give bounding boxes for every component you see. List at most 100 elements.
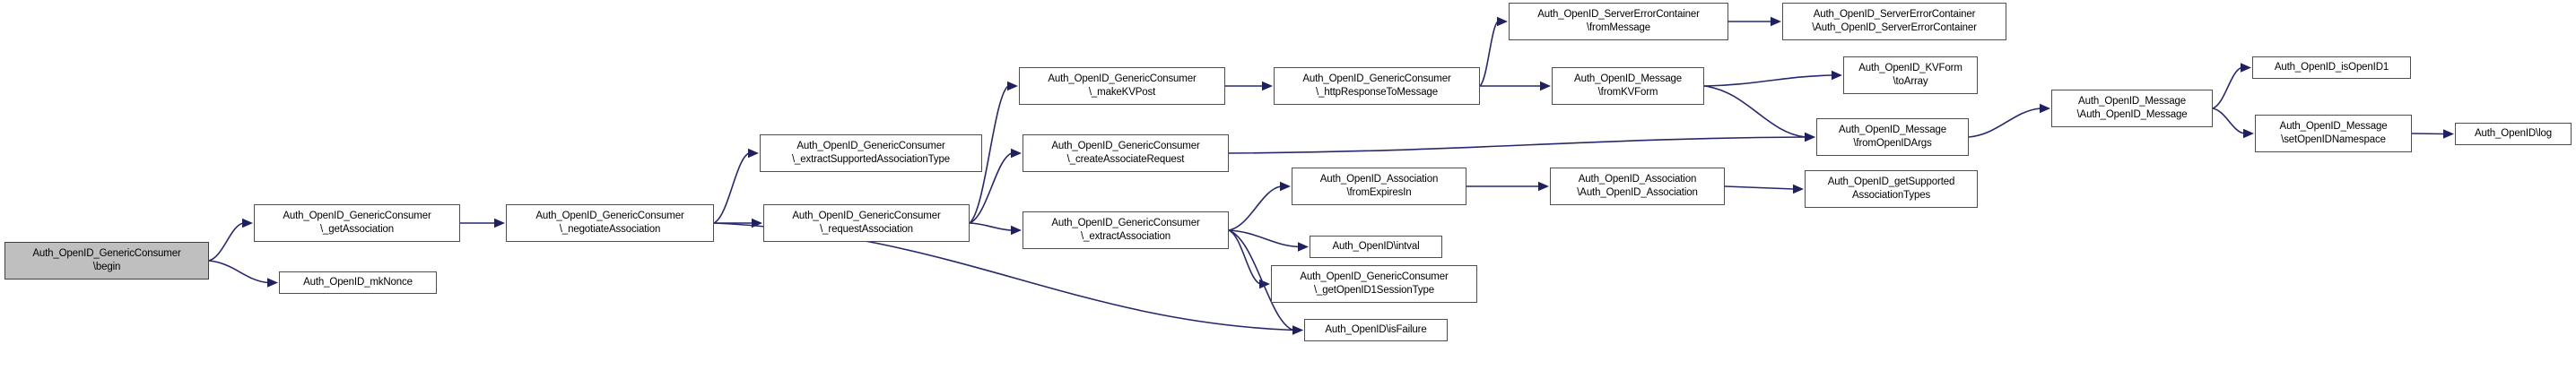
graph-node-isOpenID1[interactable]: Auth_OpenID_isOpenID1	[2252, 56, 2411, 79]
graph-node-label-line2: \fromOpenIDArgs	[1853, 138, 1932, 149]
graph-edge-arrowhead	[1007, 81, 1018, 91]
graph-node-label-line1: Auth_OpenID\intval	[1332, 241, 1420, 253]
graph-node-getAssociation[interactable]: Auth_OpenID_GenericConsumer \_getAssociat…	[254, 204, 460, 242]
graph-node-httpRespToMsg[interactable]: Auth_OpenID_GenericConsumer \_httpRespons…	[1274, 67, 1480, 105]
graph-node-negotiate[interactable]: Auth_OpenID_GenericConsumer \_negotiateAs…	[506, 204, 714, 242]
graph-node-label-line1: Auth_OpenID_GenericConsumer	[535, 211, 684, 222]
graph-edge-arrowhead	[748, 148, 759, 159]
graph-node-mkNonce[interactable]: Auth_OpenID_mkNonce	[279, 271, 437, 294]
graph-edge-arrowhead	[1540, 81, 1551, 91]
graph-edge-assocCtor-to-getSupAssocTy	[1724, 185, 1795, 190]
graph-node-msgFromArgs[interactable]: Auth_OpenID_Message \fromOpenIDArgs	[1816, 118, 1969, 156]
graph-node-setNamespace[interactable]: Auth_OpenID_Message\setOpenIDNamespace	[2255, 115, 2412, 152]
graph-edge-arrowhead	[2040, 103, 2050, 114]
graph-node-label-line1: Auth_OpenID_Message	[1839, 125, 1946, 136]
graph-edge-extractAssoc-to-intval	[1228, 229, 1300, 248]
graph-node-label-line2: \_createAssociateRequest	[1066, 154, 1185, 165]
graph-node-label-line2: \_httpResponseToMessage	[1316, 87, 1438, 98]
graph-edge-requestAssoc-to-createAssocReq	[969, 152, 1013, 224]
graph-node-requestAssoc[interactable]: Auth_OpenID_GenericConsumer \_requestAsso…	[763, 204, 970, 242]
graph-edge-arrowhead	[1262, 81, 1273, 91]
graph-edge-arrowhead	[1497, 16, 1508, 27]
graph-node-label-line1: Auth_OpenID_Association	[1578, 174, 1697, 185]
graph-node-label-line1: Auth_OpenID_GenericConsumer	[1051, 218, 1200, 229]
graph-edge-arrowhead	[494, 218, 505, 228]
graph-edge-arrowhead	[2241, 63, 2251, 73]
graph-edge-msgFromKVForm-to-kvToArray	[1703, 74, 1833, 87]
graph-node-label-line1: Auth_OpenID_getSupported	[1827, 176, 1955, 188]
graph-edge-msgCtor-to-isOpenID1	[2212, 66, 2242, 109]
graph-node-label-line2: \setOpenIDNamespace	[2281, 134, 2386, 145]
graph-node-label-line2: \_getOpenID1SessionType	[1314, 285, 1434, 296]
graph-node-label-line2: \begin	[92, 262, 121, 272]
graph-edge-createAssocReq-to-msgFromArgs	[1228, 136, 1806, 154]
graph-edge-requestAssoc-to-extractAssoc	[969, 222, 1013, 231]
graph-node-label-line1: Auth_OpenID_GenericConsumer	[1051, 141, 1200, 152]
graph-edge-arrowhead	[1011, 148, 1022, 159]
graph-node-extractSupType[interactable]: Auth_OpenID_GenericConsumer\_extractSupp…	[760, 134, 982, 172]
graph-node-kvToArray[interactable]: Auth_OpenID_KVForm \toArray	[1843, 56, 1978, 94]
graph-node-label-line1: Auth_OpenID_ServerErrorContainer	[1537, 9, 1700, 21]
graph-node-label-line1: Auth_OpenID_ServerErrorContainer	[1813, 9, 1976, 21]
graph-node-intval[interactable]: Auth_OpenID\intval	[1310, 236, 1442, 258]
graph-edge-arrowhead	[1793, 184, 1804, 194]
graph-node-assocFromExp[interactable]: Auth_OpenID_Association\fromExpiresIn	[1292, 168, 1466, 205]
graph-edge-arrowhead	[267, 278, 278, 288]
graph-node-label-line1: Auth_OpenID_Message	[1574, 73, 1682, 85]
graph-node-assocCtor[interactable]: Auth_OpenID_Association \Auth_OpenID_Asso…	[1550, 168, 1725, 205]
graph-node-begin[interactable]: Auth_OpenID_GenericConsumer \begin	[4, 242, 209, 280]
graph-edge-begin-to-getAssociation	[208, 222, 244, 262]
graph-node-label-line1: Auth_OpenID_KVForm	[1858, 63, 1962, 74]
graph-node-makeKVPost[interactable]: Auth_OpenID_GenericConsumer\_makeKVPost	[1019, 67, 1225, 105]
graph-edge-arrowhead	[1298, 242, 1309, 252]
graph-node-svrErrFromMsg[interactable]: Auth_OpenID_ServerErrorContainer\fromMes…	[1509, 3, 1728, 40]
graph-node-label-line2: \fromKVForm	[1597, 87, 1658, 98]
graph-node-label-line2: \fromMessage	[1586, 22, 1651, 33]
graph-edge-msgFromKVForm-to-msgFromArgs	[1703, 85, 1806, 138]
graph-node-label-line2: \toArray	[1893, 76, 1928, 87]
graph-node-isFailure[interactable]: Auth_OpenID\isFailure	[1304, 319, 1448, 341]
graph-edge-arrowhead	[1805, 132, 1815, 142]
graph-edge-extractAssoc-to-getOpenID1Sess	[1228, 229, 1261, 285]
graph-node-label-line2: \_getAssociation	[320, 224, 394, 235]
graph-node-extractAssoc[interactable]: Auth_OpenID_GenericConsumer\_extractAsso…	[1023, 211, 1229, 249]
graph-node-msgCtor[interactable]: Auth_OpenID_Message\Auth_OpenID_Message	[2051, 90, 2213, 127]
graph-node-label-line2: \Auth_OpenID_ServerErrorContainer	[1812, 22, 1977, 33]
graph-node-label-line2: AssociationTypes	[1851, 190, 1931, 201]
graph-node-getOpenID1Sess[interactable]: Auth_OpenID_GenericConsumer \_getOpenID1S…	[1271, 265, 1477, 303]
graph-node-svrErrCtor[interactable]: Auth_OpenID_ServerErrorContainer\Auth_Op…	[1782, 3, 2006, 40]
graph-node-log[interactable]: Auth_OpenID\log	[2455, 123, 2572, 145]
graph-edge-setNamespace-to-log	[2411, 133, 2445, 135]
graph-node-label-line2: \Auth_OpenID_Association	[1577, 187, 1698, 198]
graph-node-createAssocReq[interactable]: Auth_OpenID_GenericConsumer \_createAssoc…	[1023, 134, 1229, 172]
graph-node-label-line1: Auth_OpenID_mkNonce	[303, 277, 413, 288]
graph-node-label-line1: Auth_OpenID\isFailure	[1325, 324, 1427, 336]
graph-node-label-line1: Auth_OpenID_Association	[1319, 174, 1439, 185]
graph-node-label-line1: Auth_OpenID_GenericConsumer	[792, 211, 941, 222]
graph-node-label-line2: \_negotiateAssociation	[559, 224, 661, 235]
graph-node-label-line1: Auth_OpenID\log	[2475, 128, 2552, 140]
graph-node-label-line2: \_makeKVPost	[1088, 87, 1156, 98]
graph-edge-arrowhead	[1538, 181, 1549, 192]
graph-edge-httpRespToMsg-to-svrErrFromMsg	[1479, 21, 1499, 87]
graph-node-label-line1: Auth_OpenID_GenericConsumer	[1300, 271, 1449, 283]
graph-node-label-line2: \_extractSupportedAssociationType	[792, 154, 950, 165]
graph-node-label-line1: Auth_OpenID_GenericConsumer	[1302, 73, 1451, 85]
graph-node-label-line1: Auth_OpenID_Message	[2279, 121, 2388, 133]
graph-edge-msgCtor-to-setNamespace	[2212, 108, 2245, 134]
graph-node-label-line1: Auth_OpenID_GenericConsumer	[283, 211, 431, 222]
graph-edge-begin-to-mkNonce	[208, 260, 269, 284]
graph-edge-arrowhead	[242, 218, 253, 228]
graph-edge-arrowhead	[1771, 16, 1781, 27]
graph-node-label-line1: Auth_OpenID_GenericConsumer	[32, 248, 181, 260]
graph-edge-requestAssoc-to-makeKVPost	[969, 85, 1009, 224]
graph-node-label-line1: Auth_OpenID_isOpenID1	[2274, 62, 2389, 73]
graph-node-label-line2: \_requestAssociation	[820, 224, 913, 235]
graph-edge-negotiate-to-extractSupType	[713, 152, 750, 224]
graph-edge-arrowhead	[2243, 128, 2254, 139]
graph-node-msgFromKVForm[interactable]: Auth_OpenID_Message \fromKVForm	[1552, 67, 1704, 105]
graph-edge-msgFromArgs-to-msgCtor	[1968, 108, 2041, 138]
